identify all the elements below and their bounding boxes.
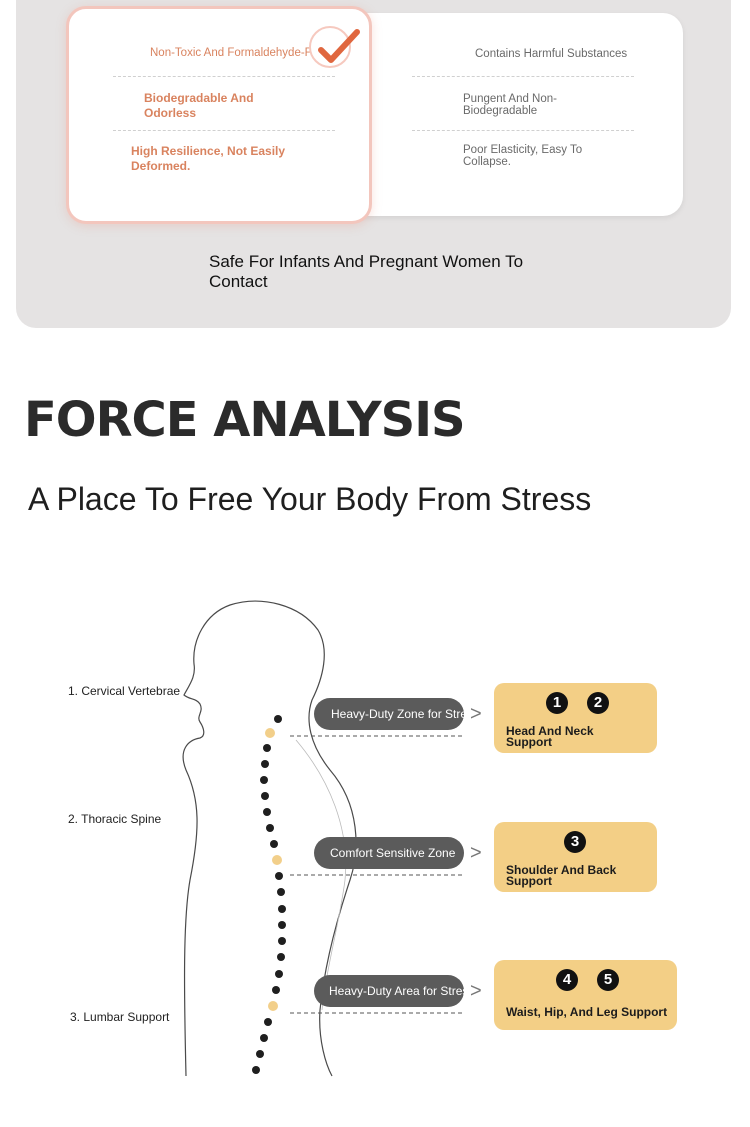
support-card-head-neck: 1 2 Head And Neck Support — [494, 683, 657, 753]
good-point-1: Non-Toxic And Formaldehyde-Free — [150, 47, 329, 59]
zone-pill-comfort-sensitive: Comfort Sensitive Zone — [314, 837, 464, 869]
divider — [113, 76, 335, 77]
number-badge: 1 — [546, 692, 568, 714]
conventional-material-card: Contains Harmful Substances Pungent And … — [310, 13, 683, 216]
chevron-right-icon: > — [470, 980, 482, 1002]
bad-point-1: Contains Harmful Substances — [475, 48, 628, 60]
good-point-3: High Resilience, Not Easily Deformed. — [131, 144, 286, 173]
spine-dots — [252, 715, 286, 1074]
number-badge: 5 — [597, 969, 619, 991]
good-point-2: Biodegradable And Odorless — [144, 91, 254, 120]
label-cervical-vertebrae: 1. Cervical Vertebrae — [68, 684, 181, 698]
divider — [113, 130, 335, 131]
checkmark-icon — [309, 26, 360, 68]
divider — [412, 76, 634, 77]
eco-material-card: Non-Toxic And Formaldehyde-Free Biodegra… — [66, 6, 372, 224]
number-badge: 2 — [587, 692, 609, 714]
zone-pill-heavy-duty-lumbar: Heavy-Duty Area for Stress Relief — [314, 975, 508, 1007]
chevron-right-icon: > — [470, 703, 482, 725]
label-thoracic-spine: 2. Thoracic Spine — [68, 812, 162, 826]
safety-caption: Safe For Infants And Pregnant Women To C… — [209, 252, 524, 291]
bad-point-3: Poor Elasticity, Easy To Collapse. — [463, 144, 583, 168]
support-card-shoulder-back: 3 Shoulder And Back Support — [494, 822, 657, 892]
bad-point-2: Pungent And Non-Biodegradable — [463, 93, 557, 117]
section-subtitle: A Place To Free Your Body From Stress — [28, 481, 592, 517]
card-label: Waist, Hip, And Leg Support — [506, 1005, 668, 1019]
card-label: Shoulder And Back Support — [506, 863, 617, 888]
number-badge: 4 — [556, 969, 578, 991]
section-title: FORCE ANALYSIS — [24, 392, 466, 448]
chevron-right-icon: > — [470, 842, 482, 864]
card-label: Head And Neck Support — [506, 724, 594, 749]
number-badge: 3 — [564, 831, 586, 853]
support-card-waist-hip-leg: 4 5 Waist, Hip, And Leg Support — [494, 960, 677, 1030]
label-lumbar-support: 3. Lumbar Support — [70, 1010, 170, 1024]
zone-pill-heavy-duty-neck: Heavy-Duty Zone for Stress Relief — [314, 698, 513, 730]
divider — [412, 130, 634, 131]
